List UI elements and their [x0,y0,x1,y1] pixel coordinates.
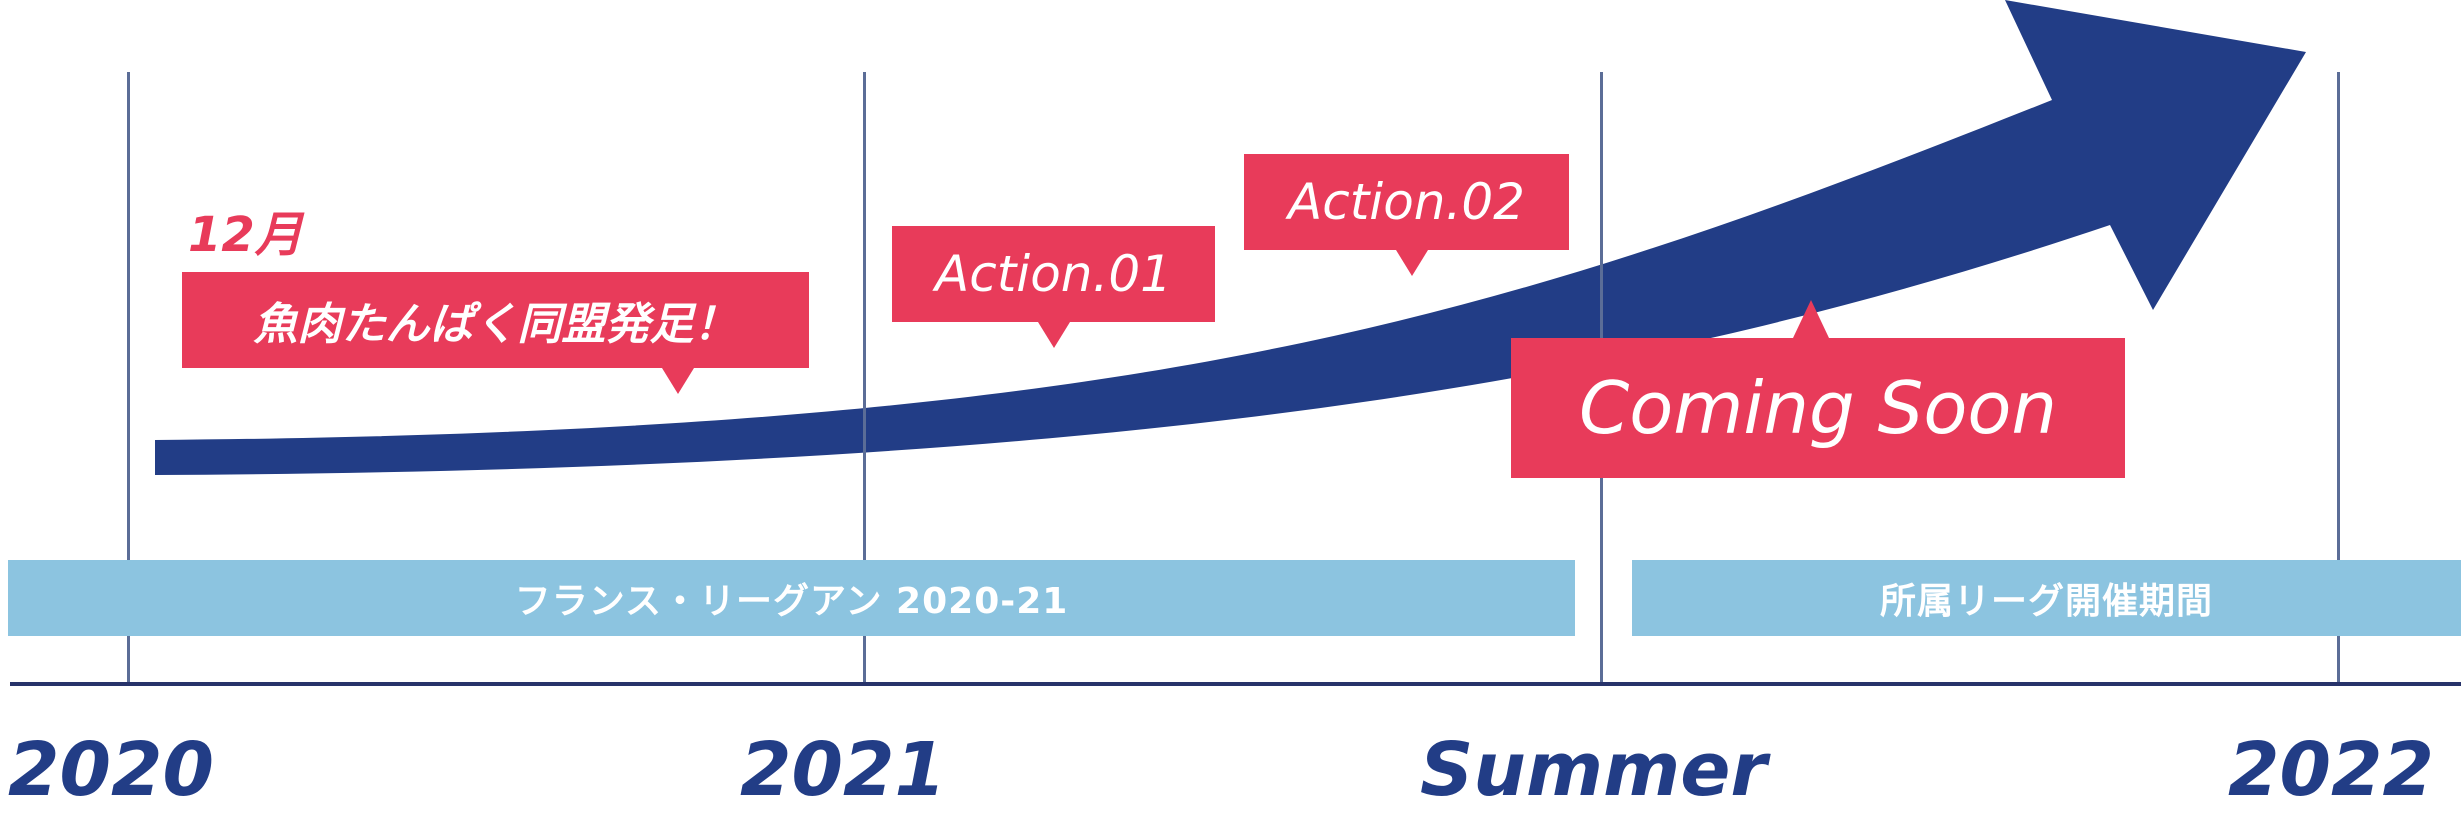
callout-action-02-text: Action.02 [1288,173,1525,231]
year-label-2022: 2022 [2228,727,2434,813]
timeline-baseline [10,682,2461,686]
band-league-period-label: 所属リーグ開催期間 [1879,581,2213,622]
callout-coming-soon-pointer [1793,300,1829,338]
gridline-2021 [863,72,866,684]
callout-action-02-pointer [1396,250,1428,276]
callout-alliance-text: 魚肉たんぱく同盟発足！ [253,299,738,350]
gridline-2020 [127,72,130,684]
band-league-period: 所属リーグ開催期間 [1632,560,2461,636]
callout-coming-soon-text: Coming Soon [1578,366,2058,450]
gridline-2022 [2337,72,2340,684]
callout-action-01-pointer [1038,322,1070,348]
year-label-summer: Summer [1420,727,1767,813]
growth-arrow-shape [155,0,2306,475]
month-label: 12月 [188,207,303,263]
callout-alliance-pointer [662,368,694,394]
year-label-2020: 2020 [8,727,214,813]
band-ligue-1: フランス・リーグアン 2020-21 [8,560,1575,636]
year-label-2021: 2021 [740,727,946,813]
callout-coming-soon: Coming Soon [1511,300,2125,478]
callout-action-01-text: Action.01 [935,245,1172,303]
callout-action-01: Action.01 [892,226,1215,348]
callout-action-02: Action.02 [1244,154,1569,276]
band-ligue-label: フランス・リーグアン 2020-21 [514,581,1069,622]
callout-alliance: 魚肉たんぱく同盟発足！ [182,272,809,394]
